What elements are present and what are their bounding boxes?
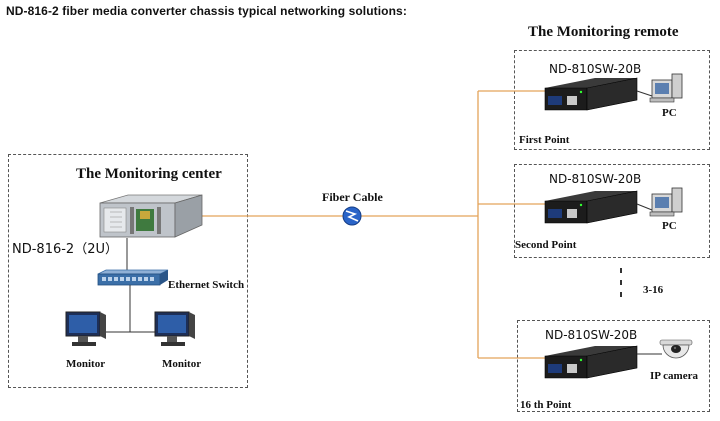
- monitor-right-device: [154, 311, 195, 346]
- ethernet-switch-device: [97, 269, 169, 286]
- chassis-label: ND-816-2（2U）: [12, 242, 118, 257]
- remote-2-point-label: Second Point: [515, 239, 577, 251]
- monitor-left-label: Monitor: [66, 358, 106, 370]
- media-converter-1: [544, 77, 638, 111]
- media-converter-2: [544, 190, 638, 224]
- remote-2-device-label: PC: [662, 220, 677, 232]
- monitoring-center-heading: The Monitoring center: [76, 166, 222, 182]
- ethernet-switch-label: Ethernet Switch: [168, 279, 245, 291]
- remote-16-point-label: 16 th Point: [520, 399, 572, 411]
- monitoring-remote-heading: The Monitoring remote: [528, 24, 679, 40]
- remote-point-1-box: [514, 50, 710, 150]
- pc-2-device: [649, 187, 683, 217]
- remote-16-device-label: IP camera: [650, 370, 698, 382]
- monitoring-center-box: [8, 154, 248, 388]
- media-converter-16: [544, 345, 638, 379]
- remote-1-device-label: PC: [662, 107, 677, 119]
- fiber-cable-label: Fiber Cable: [322, 190, 383, 204]
- fiber-lines: [200, 90, 548, 359]
- remote-2-model: ND-810SW-20B: [549, 172, 642, 186]
- remote-point-2-box: [514, 164, 710, 258]
- remote-1-model: ND-810SW-20B: [549, 62, 642, 76]
- monitor-right-label: Monitor: [162, 358, 202, 370]
- fiber-cable-icon: [342, 206, 362, 226]
- chassis-device: [99, 194, 203, 238]
- range-label: 3-16: [643, 284, 664, 296]
- monitor-left-device: [65, 311, 106, 346]
- pc-1-device: [649, 73, 683, 103]
- remote-1-point-label: First Point: [519, 134, 570, 146]
- remote-point-16-box: [517, 320, 710, 412]
- page-title: ND-816-2 fiber media converter chassis t…: [6, 4, 407, 18]
- remote-16-model: ND-810SW-20B: [545, 328, 638, 342]
- ip-camera-device: [659, 339, 693, 359]
- continuation-dots: [620, 268, 622, 297]
